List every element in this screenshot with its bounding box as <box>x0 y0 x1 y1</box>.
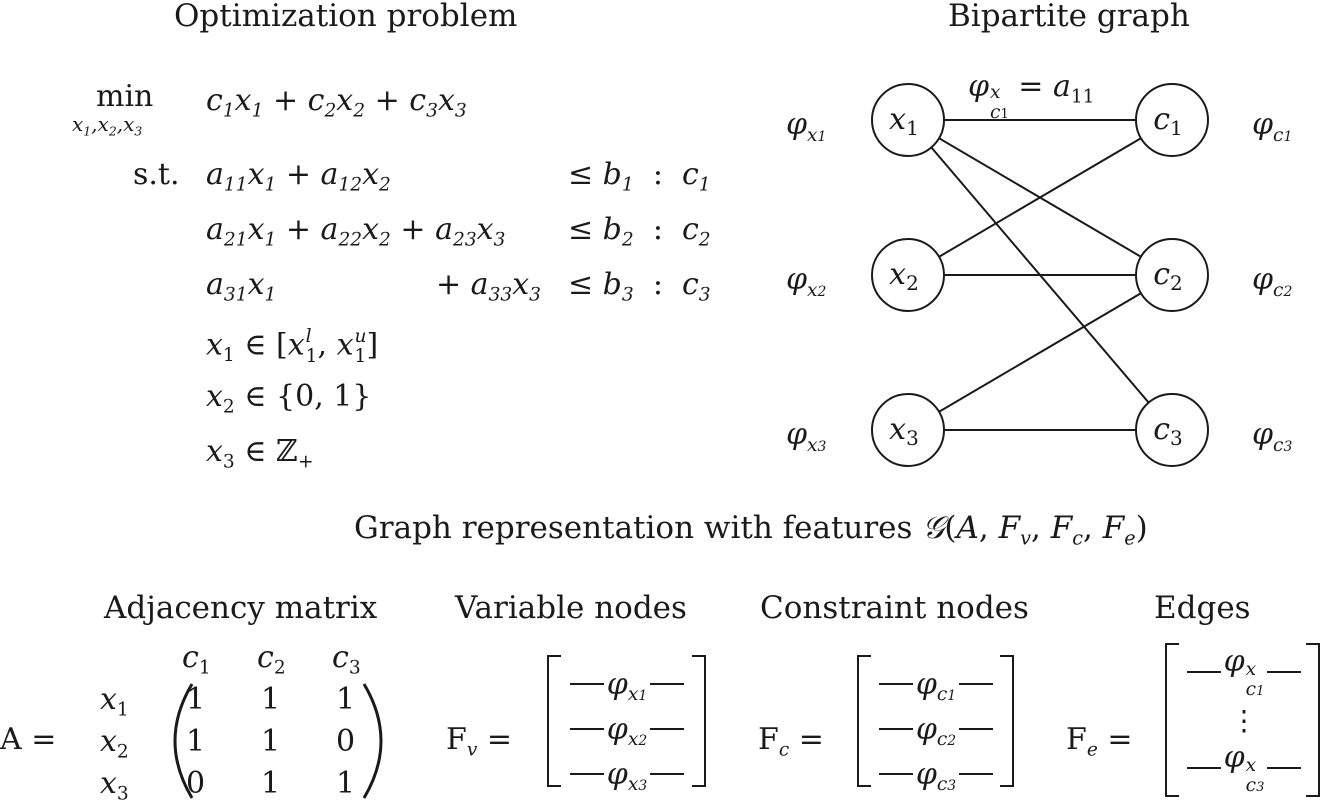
constraint-2-lhs: a21x1 + a22x2 + a23x3 <box>206 212 506 251</box>
constraint-2-rhs: ≤ b2 : c2 <box>568 212 711 251</box>
domain-x3: x3 ∈ ℤ+ <box>206 434 314 473</box>
adjacency-parentheses <box>173 683 383 799</box>
node-label: c2 <box>1153 257 1183 295</box>
fc-row: φc1 <box>866 658 1006 710</box>
fe-left-bracket <box>1165 643 1179 797</box>
optimization-title: Optimization problem <box>174 0 518 34</box>
adjacency-cell: 1 <box>186 682 206 717</box>
fv-left-bracket <box>547 655 561 787</box>
adjacency-cell: 1 <box>261 724 281 759</box>
constraint-node-c2: c2 <box>1135 238 1209 312</box>
feature-phi-x2: φx2 <box>786 262 827 301</box>
fv-row: φx3 <box>557 748 697 800</box>
adjacency-title: Adjacency matrix <box>104 590 378 626</box>
fv-row: φx2 <box>557 710 697 749</box>
adjacency-row-label: x1 <box>100 682 129 721</box>
fc-row: φc2 <box>866 710 1006 749</box>
node-circle <box>1135 83 1209 157</box>
node-circle <box>871 83 945 157</box>
adjacency-cell: 1 <box>186 724 206 759</box>
edge-x2-c1 <box>907 119 1173 276</box>
bipartite-title: Bipartite graph <box>948 0 1190 34</box>
bipartite-graph: x1 x2 x3 c1 c2 c3 <box>871 83 1209 467</box>
adjacency-cell: 1 <box>336 766 356 801</box>
node-circle <box>1135 393 1209 467</box>
variable-node-x3: x3 <box>871 393 945 467</box>
adjacency-col-label: c1 <box>182 640 211 679</box>
edge-features-title: Edges <box>1154 590 1251 626</box>
constraint-node-c3: c3 <box>1135 393 1209 467</box>
node-label: c3 <box>1153 412 1183 450</box>
adjacency-cell: 0 <box>336 724 356 759</box>
st-label: s.t. <box>133 157 180 192</box>
feature-phi-x3: φx3 <box>786 417 827 456</box>
variable-node-x1: x1 <box>871 83 945 157</box>
adjacency-cell: 1 <box>336 682 356 717</box>
adjacency-row-label: x3 <box>100 766 129 805</box>
constraint-3-lhs-a: a31x1 <box>206 267 277 306</box>
node-label: x1 <box>889 102 919 140</box>
min-variables: x1,x2,x3 <box>72 112 143 139</box>
constraint-features-lhs: Fc = <box>758 722 824 761</box>
feature-phi-c3: φc3 <box>1252 417 1293 456</box>
constraint-3-lhs-b: + a33x3 <box>436 267 541 306</box>
constraint-node-c1: c1 <box>1135 83 1209 157</box>
adjacency-lhs: A = <box>0 722 57 757</box>
variable-features-title: Variable nodes <box>455 590 687 626</box>
objective-expression: c1x1 + c2x2 + c3x3 <box>206 83 467 122</box>
feature-phi-x1: φx1 <box>786 107 827 146</box>
adjacency-col-label: c2 <box>257 640 286 679</box>
constraint-1-rhs: ≤ b1 : c1 <box>568 157 711 196</box>
fe-right-bracket <box>1306 643 1320 797</box>
adjacency-cell: 1 <box>261 766 281 801</box>
node-circle <box>1135 238 1209 312</box>
node-label: c1 <box>1153 102 1183 140</box>
node-circle <box>871 238 945 312</box>
fv-rows: φx1 φx2 φx3 <box>557 658 697 800</box>
adjacency-cell: 1 <box>261 682 281 717</box>
fv-right-bracket <box>692 655 706 787</box>
fc-left-bracket <box>857 655 871 787</box>
node-circle <box>871 393 945 467</box>
right-paren <box>362 683 383 799</box>
variable-features-lhs: Fv = <box>446 722 513 761</box>
variable-node-x2: x2 <box>871 238 945 312</box>
fe-row-ellipsis: ⋮ <box>1230 703 1258 737</box>
left-paren <box>173 683 194 799</box>
adjacency-col-label: c3 <box>332 640 361 679</box>
adjacency-row-label: x2 <box>100 724 129 763</box>
node-label: x3 <box>889 412 919 450</box>
feature-phi-c1: φc1 <box>1252 107 1293 146</box>
node-label: x2 <box>889 257 919 295</box>
fc-rows: φc1 φc2 φc3 <box>866 658 1006 800</box>
adjacency-cell: 0 <box>186 766 206 801</box>
min-operator: min <box>96 79 154 114</box>
domain-x2: x2 ∈ {0, 1} <box>206 379 372 418</box>
fc-right-bracket <box>1000 655 1014 787</box>
constraint-features-title: Constraint nodes <box>760 590 1029 626</box>
constraint-1-lhs: a11x1 + a12x2 <box>206 157 391 196</box>
edge-x3-c2 <box>907 274 1173 431</box>
fc-row: φc3 <box>866 748 1006 800</box>
edge-features-lhs: Fe = <box>1066 722 1133 761</box>
constraint-3-rhs: ≤ b3 : c3 <box>568 267 711 306</box>
feature-phi-c2: φc2 <box>1252 262 1293 301</box>
representation-title: Graph representation with features 𝒢(A, … <box>354 510 1148 550</box>
fv-row: φx1 <box>557 658 697 710</box>
